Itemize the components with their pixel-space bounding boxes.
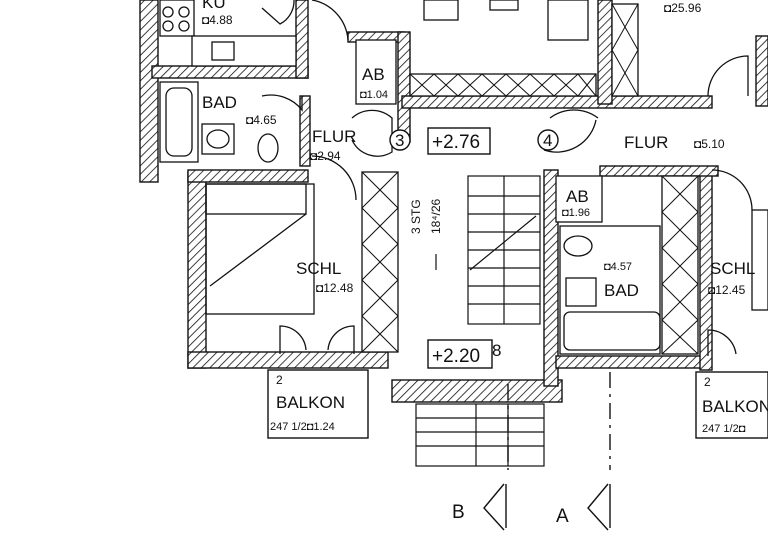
kitchen-area: ◘4.88	[202, 13, 233, 27]
level-boxes	[389, 127, 559, 369]
bedroom-right-name: SCHL	[710, 259, 755, 278]
section-b-label: B	[452, 502, 465, 523]
storage-left-area: ◘1.04	[360, 89, 388, 101]
hall-left-name: FLUR	[312, 127, 356, 146]
section-a-label: A	[556, 506, 569, 527]
unit-left-number: 3	[395, 131, 404, 150]
storage-left-name: AB	[362, 65, 385, 84]
doors	[261, 0, 753, 356]
balconies	[267, 369, 768, 439]
hall-left-area: ◘2.94	[310, 149, 341, 163]
bath-right-name: BAD	[604, 281, 639, 300]
balcony-right-name: BALKON	[702, 397, 768, 416]
entry-level: +2.20	[432, 346, 480, 367]
hall-right-name: FLUR	[624, 133, 668, 152]
kitchen-name: KÜ	[202, 0, 226, 12]
balcony-right-number: 2	[704, 375, 711, 389]
bedroom-left-name: SCHL	[296, 259, 341, 278]
storage-right-area: ◘1.96	[562, 207, 590, 219]
balcony-left-dims: 247 1/2◘1.24	[270, 421, 335, 433]
bath-left-name: BAD	[202, 93, 237, 112]
balcony-left-number: 2	[276, 373, 283, 387]
section-lines	[483, 372, 611, 531]
unit-right-number: 4	[543, 131, 552, 150]
bath-right-area: ◘4.57	[604, 261, 632, 273]
storage-right-name: AB	[566, 187, 589, 206]
hall-right-area: ◘5.10	[694, 137, 725, 151]
balcony-right-dims: 247 1/2◘	[702, 423, 746, 435]
wardrobe-cross-left	[361, 171, 699, 355]
bedroom-left-area: ◘12.48	[316, 281, 354, 295]
stair	[415, 175, 545, 467]
fixtures	[159, 0, 768, 355]
stair-label: 3 STG	[409, 199, 423, 234]
top-right-area: ◘25.96	[664, 1, 702, 15]
landing-level: +2.76	[432, 132, 480, 153]
stair-ratio: 18⁴/26	[429, 198, 443, 234]
bedroom-right-area: ◘12.45	[708, 283, 746, 297]
balcony-left-name: BALKON	[276, 393, 345, 412]
bath-left-area: ◘4.65	[246, 113, 277, 127]
entry-mark: 8	[492, 341, 501, 360]
